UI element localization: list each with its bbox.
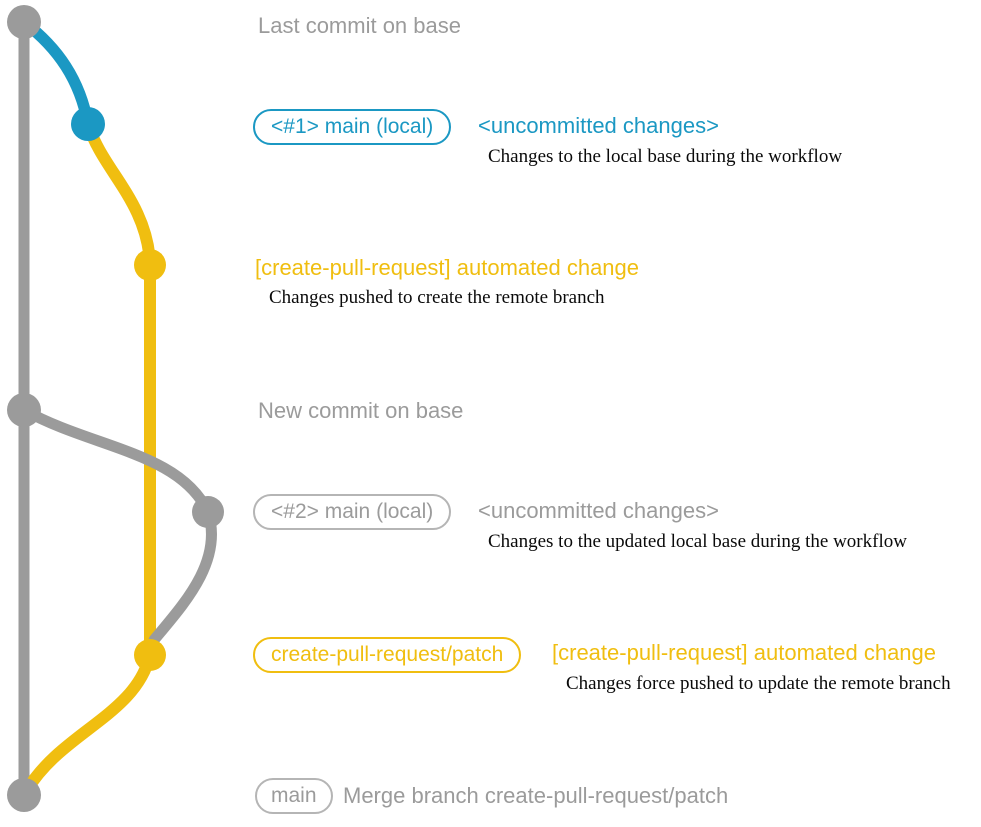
automated-change-title-1: [create-pull-request] automated change (255, 255, 640, 280)
uncommitted-changes-segment-2 (148, 506, 218, 646)
commit-node-automated-2 (134, 639, 166, 671)
commit-node-merge (7, 778, 41, 812)
commit-node-last-base (7, 5, 41, 39)
automated-change-description-2: Changes force pushed to update the remot… (566, 673, 951, 694)
branch-label-main-1: <#1> main (local) (253, 109, 452, 145)
last-commit-on-base-label: Last commit on base (258, 13, 461, 38)
uncommitted-changes-status-2: <uncommitted changes> (478, 498, 719, 523)
uncommitted-changes-description-2: Changes to the updated local base during… (488, 531, 907, 552)
merge-commit-message: Merge branch create-pull-request/patch (343, 783, 729, 808)
automated-change-segment-1 (82, 118, 156, 268)
commit-node-main-2 (192, 496, 224, 528)
branch-label-create-pull-request-patch: create-pull-request/patch (253, 637, 522, 673)
branch-label-main-merge: main (255, 778, 333, 814)
uncommitted-changes-description-1: Changes to the local base during the wor… (488, 146, 843, 167)
automated-change-title-2: [create-pull-request] automated change (552, 640, 937, 665)
commit-node-new-base (7, 393, 41, 427)
commit-node-automated-1 (134, 249, 166, 281)
branch-label-main-2: <#2> main (local) (253, 494, 452, 530)
git-graph (7, 5, 224, 812)
automated-change-description-1: Changes pushed to create the remote bran… (269, 287, 605, 308)
updated-base-segment (18, 404, 214, 518)
commit-node-main-1 (71, 107, 105, 141)
uncommitted-changes-segment-1 (18, 16, 94, 130)
uncommitted-changes-status-1: <uncommitted changes> (478, 113, 719, 138)
new-commit-on-base-label: New commit on base (258, 398, 464, 423)
merge-to-base-segment (21, 649, 156, 796)
